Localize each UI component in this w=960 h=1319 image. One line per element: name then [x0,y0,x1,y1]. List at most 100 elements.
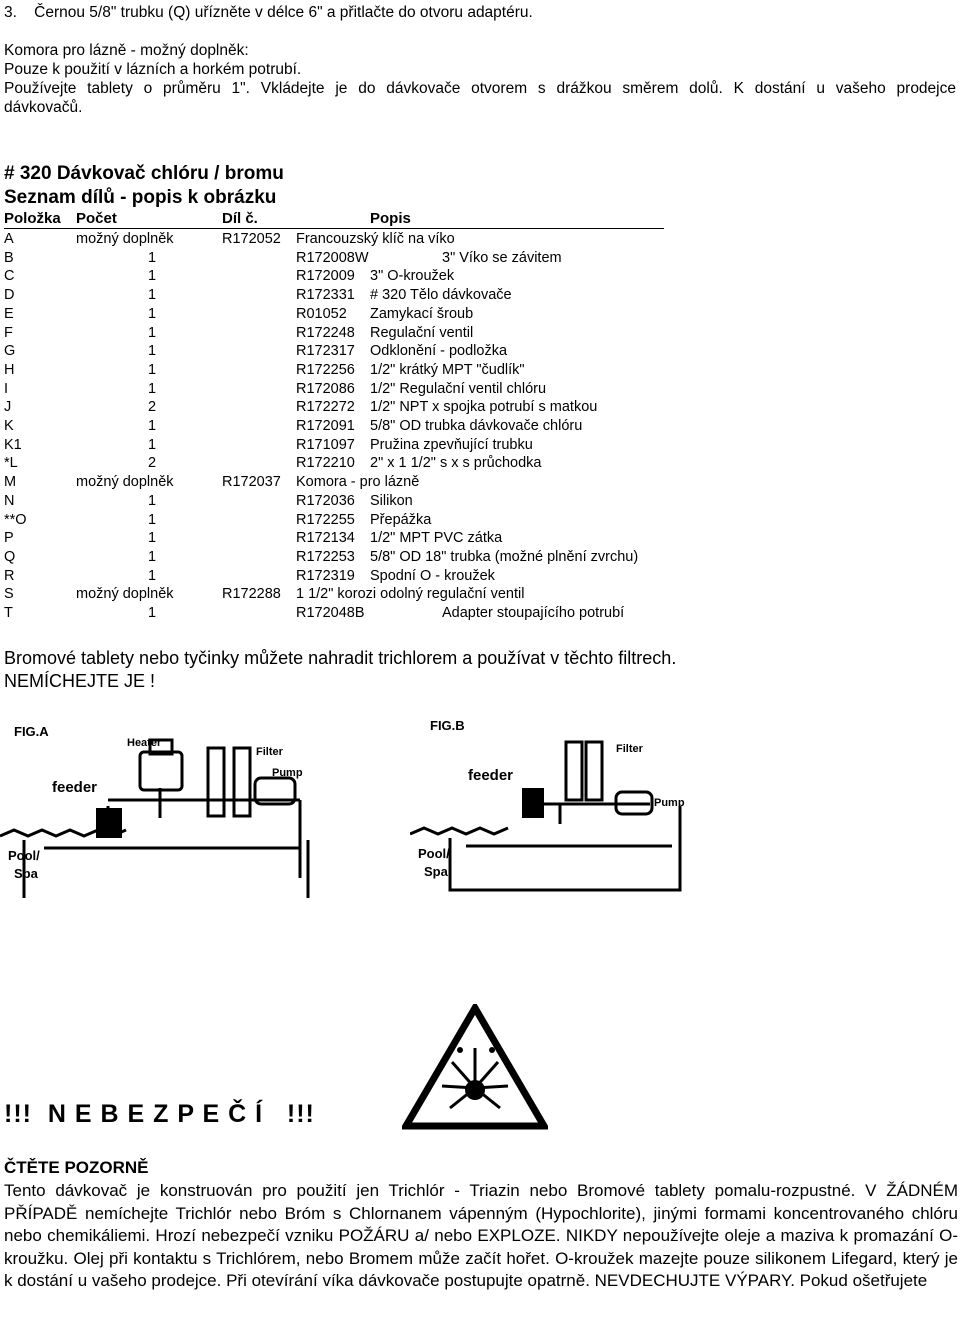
cell-qty: možný doplněk [76,231,174,247]
figure-a-diagram: FIG.A Heater Filter Pump feeder Pool/ Sp… [0,724,310,898]
figure-a-feeder-label: feeder [52,779,97,796]
cell-item: J [4,399,12,416]
cell-item: B [4,249,14,266]
cell-item: H [4,361,15,378]
cell-item: R [4,567,15,584]
cell-part: R172037 [222,474,281,491]
cell-desc: 1/2" krátký MPT "čudlík" [370,361,525,378]
cell-desc: Odklonění - podložka [370,343,508,360]
cell-part: R172256 [296,361,355,378]
cell-desc: Komora - pro lázně [296,474,420,491]
header-desc: Popis [370,210,411,227]
cell-item: *L [4,455,18,472]
spa-option-heading: Komora pro lázně - možný doplněk: [4,42,249,59]
header-qty: Počet [76,210,117,227]
cell-item: N [4,492,15,509]
cell-qty: 2 [148,399,157,416]
cell-desc: Francouzský klíč na víko [296,231,455,247]
cell-part: R172255 [296,511,355,528]
spa-option-instructions: Používejte tablety o průměru 1". Vkládej… [4,80,956,97]
cell-qty: 1 [148,511,157,528]
cell-part: R172009 [296,268,355,285]
no-mix-warning: NEMÍCHEJTE JE ! [4,671,156,691]
cell-part: R172052 [222,231,281,247]
figure-a-spa-label: Spa [14,866,39,881]
cell-desc: Spodní O - kroužek [370,567,495,584]
figure-b-feeder-unit [522,788,544,818]
cell-item: S [4,586,14,603]
cell-part: R172331 [296,287,355,304]
cell-qty: možný doplněk [76,474,174,491]
header-item: Položka [4,210,61,227]
cell-part: R172091 [296,418,355,434]
cell-qty: 1 [148,268,157,285]
table-row: D 1 R172331 # 320 Tělo dávkovače [0,286,960,304]
cell-qty: 1 [148,249,157,266]
cell-desc: 1 1/2" korozi odolný regulační ventil [296,586,525,603]
header-part: Díl č. [222,210,258,227]
cell-qty: 1 [148,380,157,397]
cell-item: E [4,305,14,322]
cell-desc: # 320 Tělo dávkovače [370,287,512,304]
cell-part: R172319 [296,567,355,584]
cell-part: R172288 [222,586,281,603]
cell-qty: 1 [148,361,157,378]
header-underline [4,228,664,229]
cell-part: R172048B [296,605,365,621]
bromine-note: Bromové tablety nebo tyčinky můžete nahr… [4,648,677,668]
figure-a-label: FIG.A [14,724,49,739]
cell-part: R172210 [296,455,355,472]
step-3-text: 3. Černou 5/8" trubku (Q) uřízněte v dél… [4,4,533,21]
figure-b-spa-label: Spa [424,864,449,879]
cell-part: R171097 [296,436,355,453]
explosive-hazard-icon [402,1004,548,1130]
document-title: # 320 Dávkovač chlóru / bromu [4,163,284,184]
cell-desc: Adapter stoupajícího potrubí [442,605,625,621]
cell-item: K1 [4,436,22,453]
cell-desc: Regulační ventil [370,324,474,341]
cell-qty: 1 [148,324,157,341]
cell-desc: 3" O-kroužek [370,268,455,285]
spa-option-usage: Pouze k použití v lázních a horkém potru… [4,61,302,78]
cell-part: R172248 [296,324,355,341]
figure-b-feeder-label: feeder [468,767,513,784]
cell-desc: Přepážka [370,511,432,528]
spa-option-instructions-end: dávkovačů. [4,99,83,116]
cell-desc: 5/8" OD 18" trubka (možné plnění zvrchu) [370,548,639,565]
danger-title: !!! N E B E Z P E Č Í !!! [4,1100,315,1128]
cell-item: M [4,474,17,491]
figure-b-plumbing [410,740,682,892]
figure-b-pool-label: Pool/ [418,846,450,861]
cell-desc: Zamykací šroub [370,305,474,322]
read-carefully-heading: ČTĚTE POZORNĚ [4,1158,149,1177]
cell-qty: 1 [148,605,157,621]
cell-item: C [4,268,15,285]
cell-item: P [4,530,14,547]
cell-item: **O [4,511,27,528]
cell-desc: Pružina zpevňující trubku [370,436,533,453]
cell-qty: 1 [148,418,157,434]
cell-desc: 2" x 1 1/2" s x s průchodka [370,455,542,472]
warning-text: Tento dávkovač je konstruován pro použit… [4,1181,958,1290]
figure-b-pump-label: Pump [654,797,685,809]
cell-qty: 1 [148,287,157,304]
figure-b-label: FIG.B [430,718,465,733]
cell-item: D [4,287,15,304]
cell-qty: 1 [148,343,157,360]
figure-b-filter-label: Filter [616,743,644,755]
